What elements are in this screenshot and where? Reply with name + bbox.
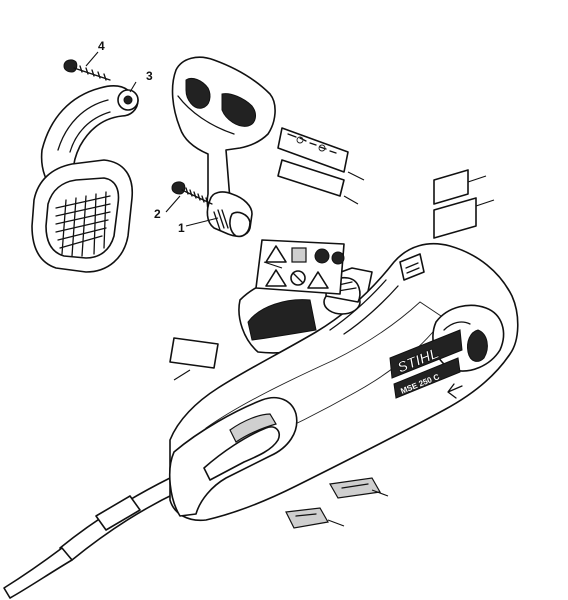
label-pair-right bbox=[433, 169, 477, 239]
warning-label-strip bbox=[277, 127, 349, 173]
plain-label-a bbox=[277, 159, 345, 197]
hand-guard bbox=[171, 56, 276, 238]
callout-2: 2 bbox=[154, 207, 161, 221]
rear-handle bbox=[168, 396, 298, 517]
power-cable bbox=[3, 477, 179, 599]
callout-3: 3 bbox=[146, 69, 153, 83]
screw-part-4 bbox=[63, 59, 111, 81]
screw-part-2 bbox=[171, 181, 213, 205]
leader-lines bbox=[85, 51, 495, 527]
front-cover bbox=[31, 85, 139, 273]
bottom-labels bbox=[285, 477, 381, 529]
callout-1: 1 bbox=[178, 221, 185, 235]
warning-pictogram-sticker bbox=[255, 239, 345, 295]
label-left bbox=[169, 337, 219, 369]
callout-4: 4 bbox=[98, 39, 105, 53]
